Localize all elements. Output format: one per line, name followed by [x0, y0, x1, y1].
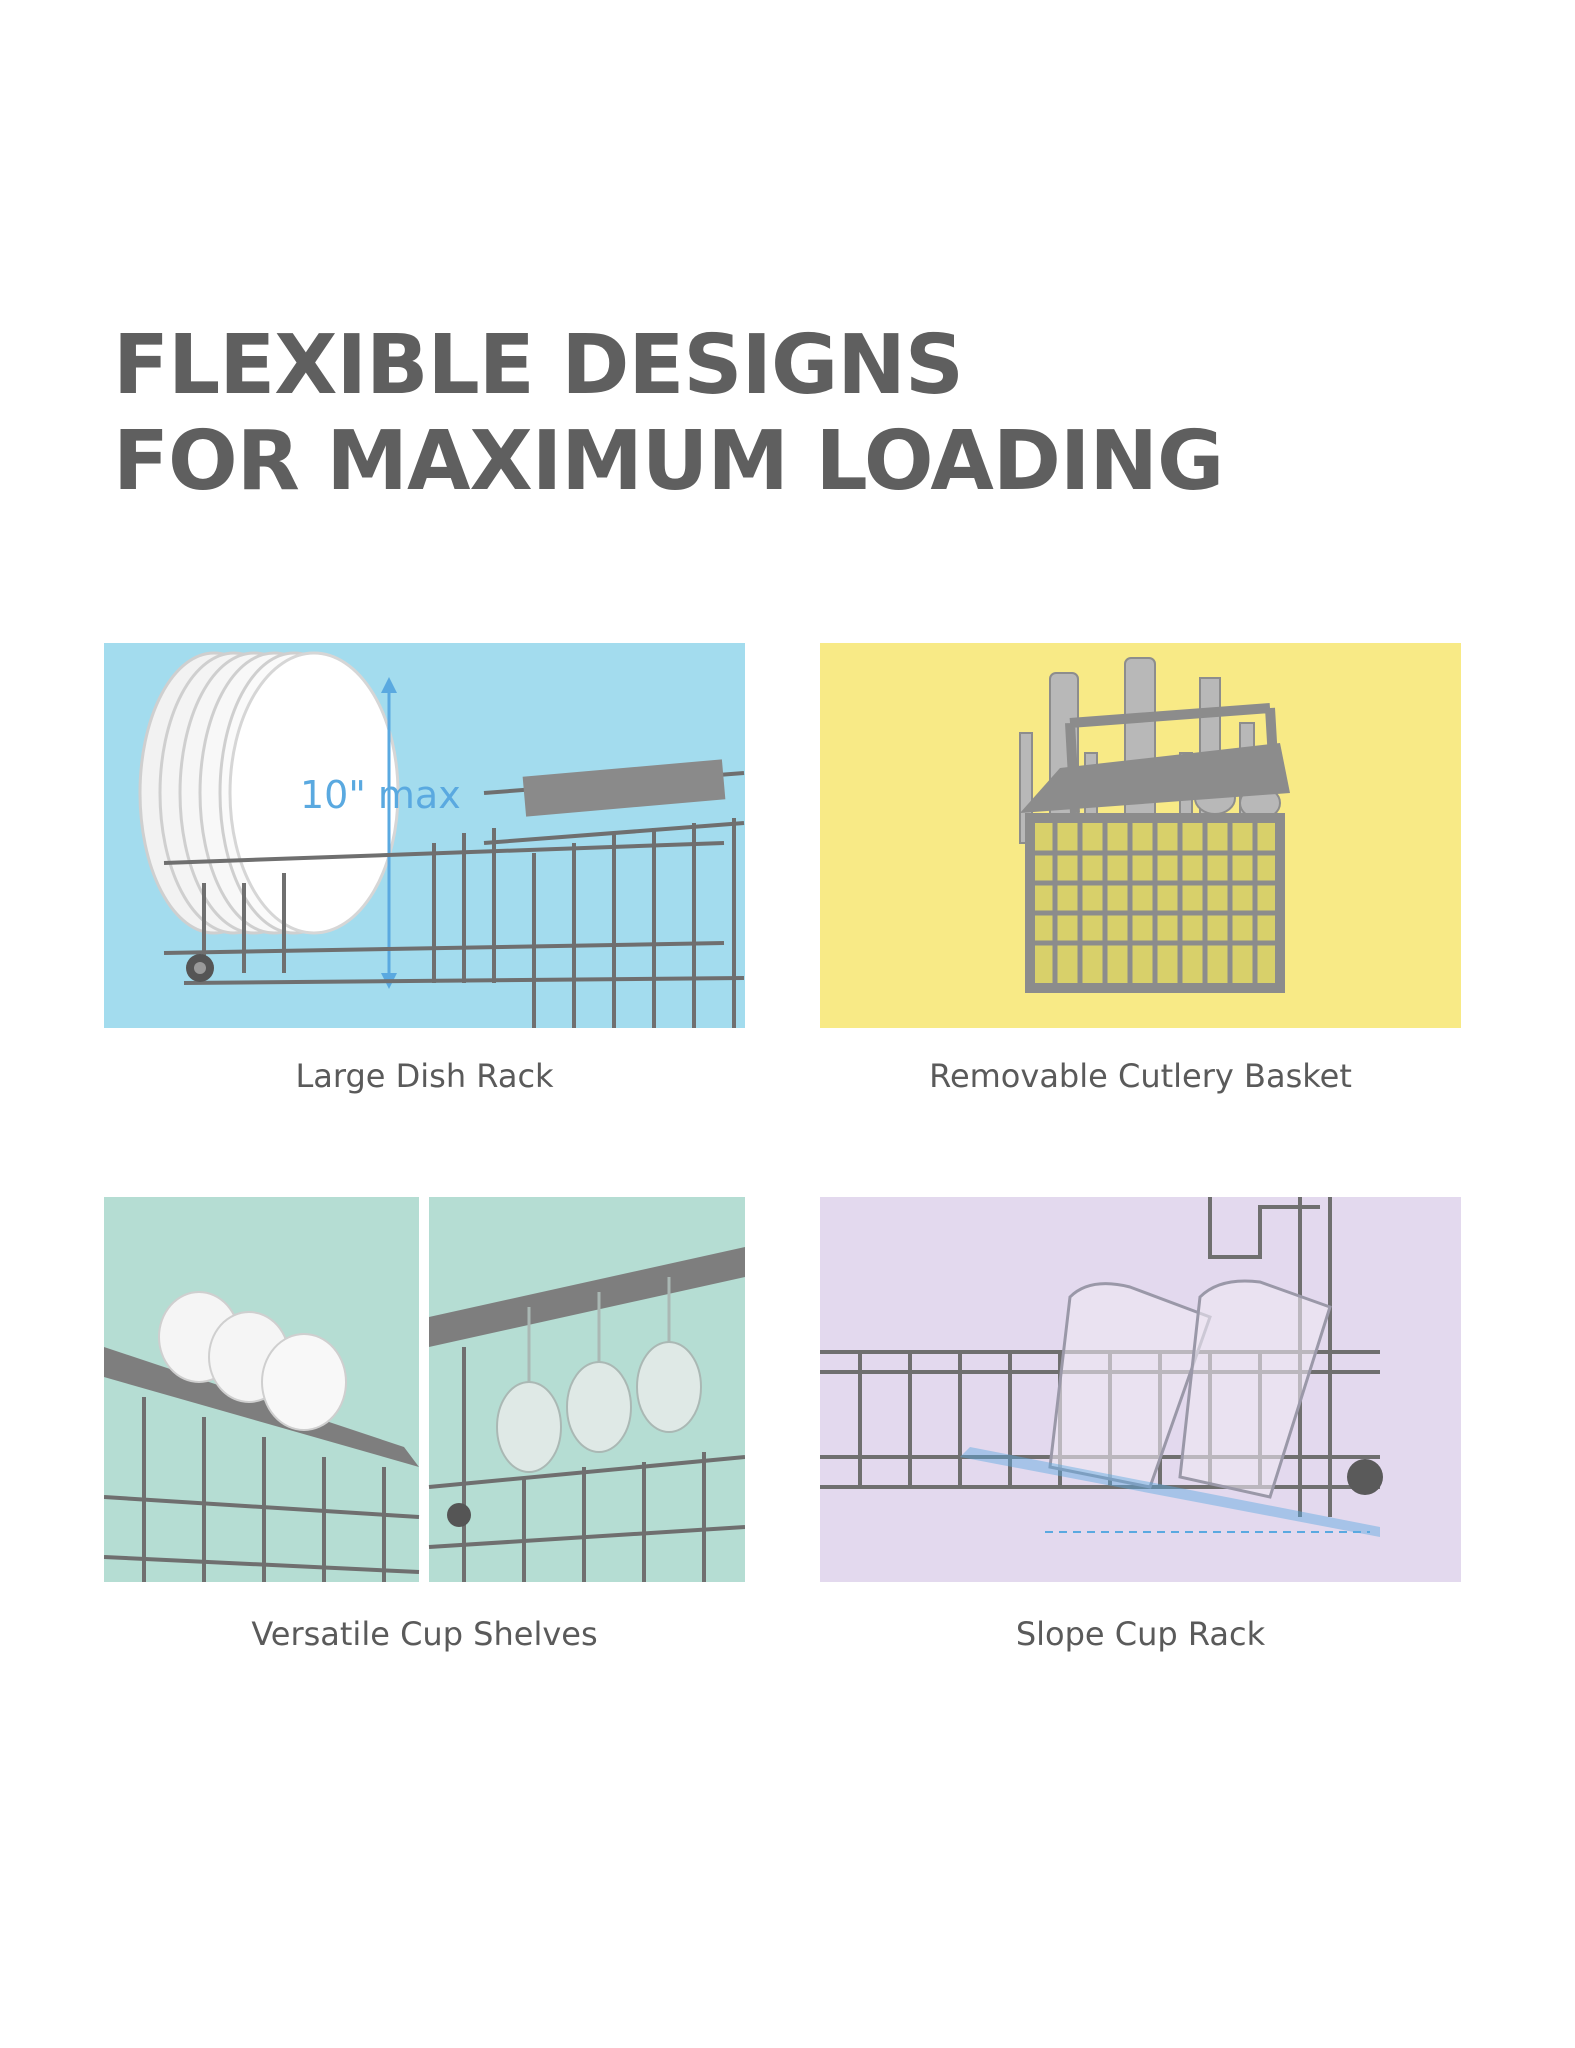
title-line-2: FOR MAXIMUM LOADING	[113, 414, 1224, 509]
large-dish-rack-image: 10" max	[104, 643, 745, 1028]
caption-cup-shelves: Versatile Cup Shelves	[251, 1615, 598, 1653]
max-height-label: 10" max	[300, 773, 461, 817]
cup-shelves-image	[104, 1197, 745, 1582]
page-title: FLEXIBLE DESIGNS FOR MAXIMUM LOADING	[113, 318, 1224, 510]
basket-illustration	[1020, 703, 1290, 993]
caption-large-dish-rack: Large Dish Rack	[295, 1057, 554, 1095]
caption-slope-cup-rack: Slope Cup Rack	[1015, 1615, 1266, 1653]
cup-shelf-left	[104, 1291, 420, 1582]
slope-cup-rack-image	[820, 1197, 1461, 1582]
slope-indicator	[960, 1447, 1380, 1537]
title-line-1: FLEXIBLE DESIGNS	[113, 318, 964, 413]
cutlery-basket-image	[820, 643, 1461, 1028]
cup-shelf-right	[428, 1247, 745, 1582]
glasses-illustration	[1048, 1279, 1332, 1499]
caption-cutlery-basket: Removable Cutlery Basket	[929, 1057, 1352, 1095]
